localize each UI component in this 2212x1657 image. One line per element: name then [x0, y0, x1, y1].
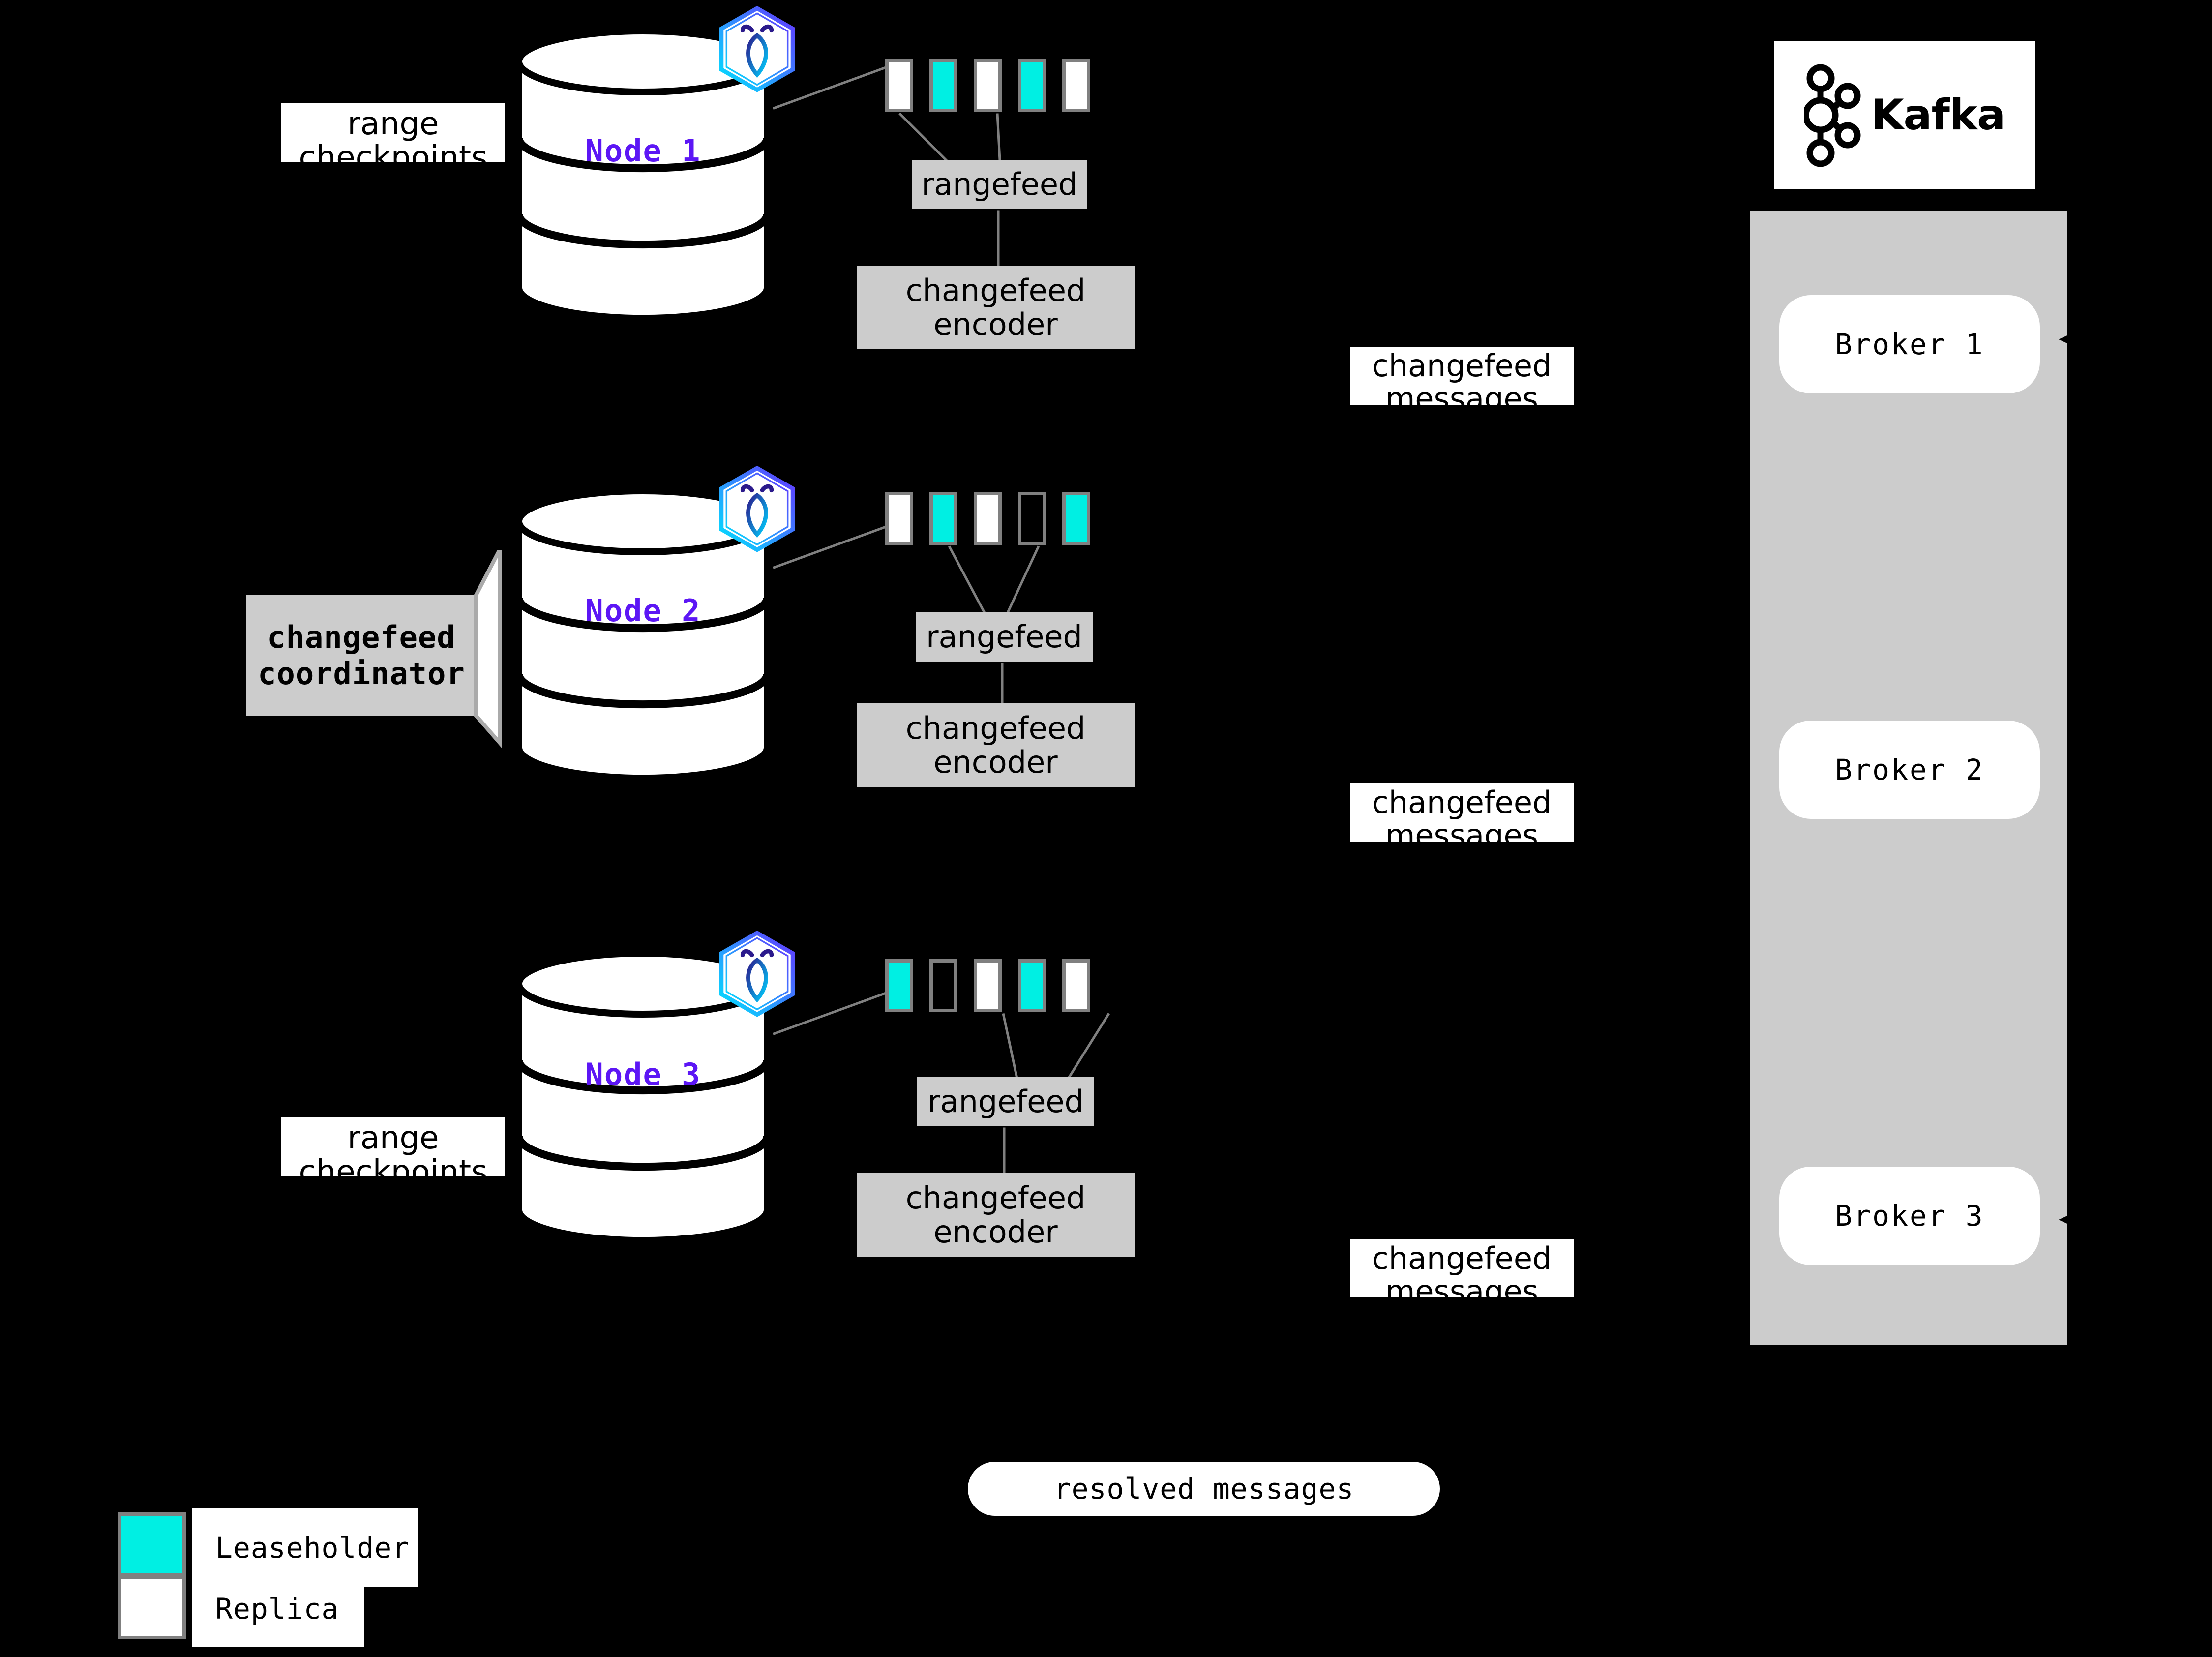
- encoder-label-line-2: encoder: [933, 306, 1058, 342]
- node1-range-checkpoints-label: range checkpoints: [281, 103, 505, 175]
- node2-changefeed-coordinator[interactable]: changefeed coordinator: [246, 550, 521, 761]
- node1-range-1[interactable]: [885, 59, 913, 112]
- node1-label: Node 1: [585, 133, 701, 169]
- legend-swatch-replica: [118, 1575, 186, 1639]
- node2-changefeed-messages-label: changefeed messages: [1350, 783, 1574, 852]
- resolved-messages-label: resolved messages: [1053, 1472, 1354, 1506]
- node2-range-5[interactable]: [1062, 492, 1090, 545]
- database-icon: [515, 28, 771, 322]
- encoder-label-line-1: changefeed: [905, 710, 1086, 746]
- node3-rangefeed-box[interactable]: rangefeed: [917, 1077, 1094, 1126]
- node2-cockroachdb-hexagon-icon: [714, 465, 800, 558]
- coordinator-line-2: coordinator: [258, 655, 465, 692]
- node1-range-2[interactable]: [929, 59, 957, 112]
- broker-2[interactable]: Broker 2: [1779, 721, 2040, 819]
- node3-database-cylinder[interactable]: [514, 949, 772, 1244]
- node3-range-5[interactable]: [1062, 959, 1090, 1012]
- rangefeed-label: rangefeed: [921, 166, 1078, 203]
- rangefeed-label: rangefeed: [926, 619, 1082, 655]
- encoder-label-line-2: encoder: [933, 744, 1058, 780]
- annotation-line-1: range: [347, 1120, 439, 1156]
- legend-leaseholder-text: Leaseholder: [215, 1531, 410, 1565]
- node1-connector-rangefeed-to-encoder: [997, 210, 1000, 268]
- messages-line-2: messages: [1385, 817, 1538, 853]
- annotation-line-2: checkpoints: [299, 1154, 488, 1191]
- node2-changefeed-encoder-box[interactable]: changefeed encoder: [857, 703, 1135, 787]
- messages-line-2: messages: [1385, 380, 1538, 417]
- broker-1[interactable]: Broker 1: [1779, 295, 2040, 393]
- resolved-messages-pill[interactable]: resolved messages: [968, 1462, 1440, 1516]
- node3-range-row: [885, 959, 1090, 1012]
- broker-1-inbound-arrowhead: [2059, 325, 2088, 354]
- broker-2-label: Broker 2: [1835, 753, 1984, 786]
- node2-range-row: [885, 492, 1090, 545]
- node1-database-cylinder[interactable]: [514, 27, 772, 322]
- messages-line-1: changefeed: [1372, 348, 1552, 384]
- messages-line-1: changefeed: [1372, 784, 1552, 820]
- node3-range-4[interactable]: [1018, 959, 1046, 1012]
- node3-connector-rangefeed-to-encoder: [1003, 1127, 1006, 1177]
- node1-range-row: [885, 59, 1090, 112]
- encoder-label-line-1: changefeed: [905, 272, 1086, 308]
- node1-cockroachdb-hexagon-icon: [714, 5, 800, 98]
- legend-swatch-leaseholder: [118, 1512, 186, 1576]
- kafka-logo-card: Kafka: [1774, 41, 2035, 189]
- broker-1-label: Broker 1: [1835, 328, 1984, 361]
- node3-range-3[interactable]: [974, 959, 1002, 1012]
- node1-changefeed-messages-label: changefeed messages: [1350, 347, 1574, 415]
- node1-changefeed-encoder-box[interactable]: changefeed encoder: [857, 266, 1135, 349]
- node2-range-2[interactable]: [929, 492, 957, 545]
- coordinator-flag-shape: [474, 550, 502, 748]
- node2-range-3[interactable]: [974, 492, 1002, 545]
- node3-label: Node 3: [585, 1056, 701, 1092]
- node3-changefeed-encoder-box[interactable]: changefeed encoder: [857, 1173, 1135, 1257]
- kafka-wordmark: Kafka: [1871, 90, 2005, 140]
- annotation-line-1: range: [347, 106, 439, 142]
- annotation-line-2: checkpoints: [299, 140, 488, 177]
- node2-label: Node 2: [585, 593, 701, 629]
- coordinator-box: changefeed coordinator: [246, 595, 477, 716]
- kafka-logo-icon: [1802, 62, 1862, 168]
- node3-range-1[interactable]: [885, 959, 913, 1012]
- encoder-label-line-2: encoder: [933, 1214, 1058, 1250]
- node2-range-4[interactable]: [1018, 492, 1046, 545]
- node3-cockroachdb-hexagon-icon: [714, 930, 800, 1023]
- node3-range-2[interactable]: [929, 959, 957, 1012]
- broker-3[interactable]: Broker 3: [1779, 1167, 2040, 1265]
- broker-3-inbound-arrowhead: [2059, 1205, 2088, 1235]
- database-icon: [515, 950, 771, 1244]
- node1-range-4[interactable]: [1018, 59, 1046, 112]
- legend: Leaseholder Replica: [118, 1508, 423, 1647]
- legend-replica-text: Replica: [215, 1592, 339, 1626]
- rangefeed-label: rangefeed: [927, 1084, 1084, 1120]
- node1-rangefeed-box[interactable]: rangefeed: [912, 160, 1087, 209]
- node2-rangefeed-box[interactable]: rangefeed: [916, 612, 1093, 662]
- messages-line-1: changefeed: [1372, 1240, 1552, 1276]
- node1-range-5[interactable]: [1062, 59, 1090, 112]
- messages-line-2: messages: [1385, 1273, 1538, 1309]
- encoder-label-line-1: changefeed: [905, 1179, 1086, 1216]
- node3-range-checkpoints-label: range checkpoints: [281, 1117, 505, 1189]
- coordinator-line-1: changefeed: [267, 619, 456, 656]
- legend-label-replica: Replica: [192, 1570, 364, 1647]
- broker-3-label: Broker 3: [1835, 1199, 1984, 1233]
- node1-range-3[interactable]: [974, 59, 1002, 112]
- node2-range-1[interactable]: [885, 492, 913, 545]
- node3-changefeed-messages-label: changefeed messages: [1350, 1239, 1574, 1308]
